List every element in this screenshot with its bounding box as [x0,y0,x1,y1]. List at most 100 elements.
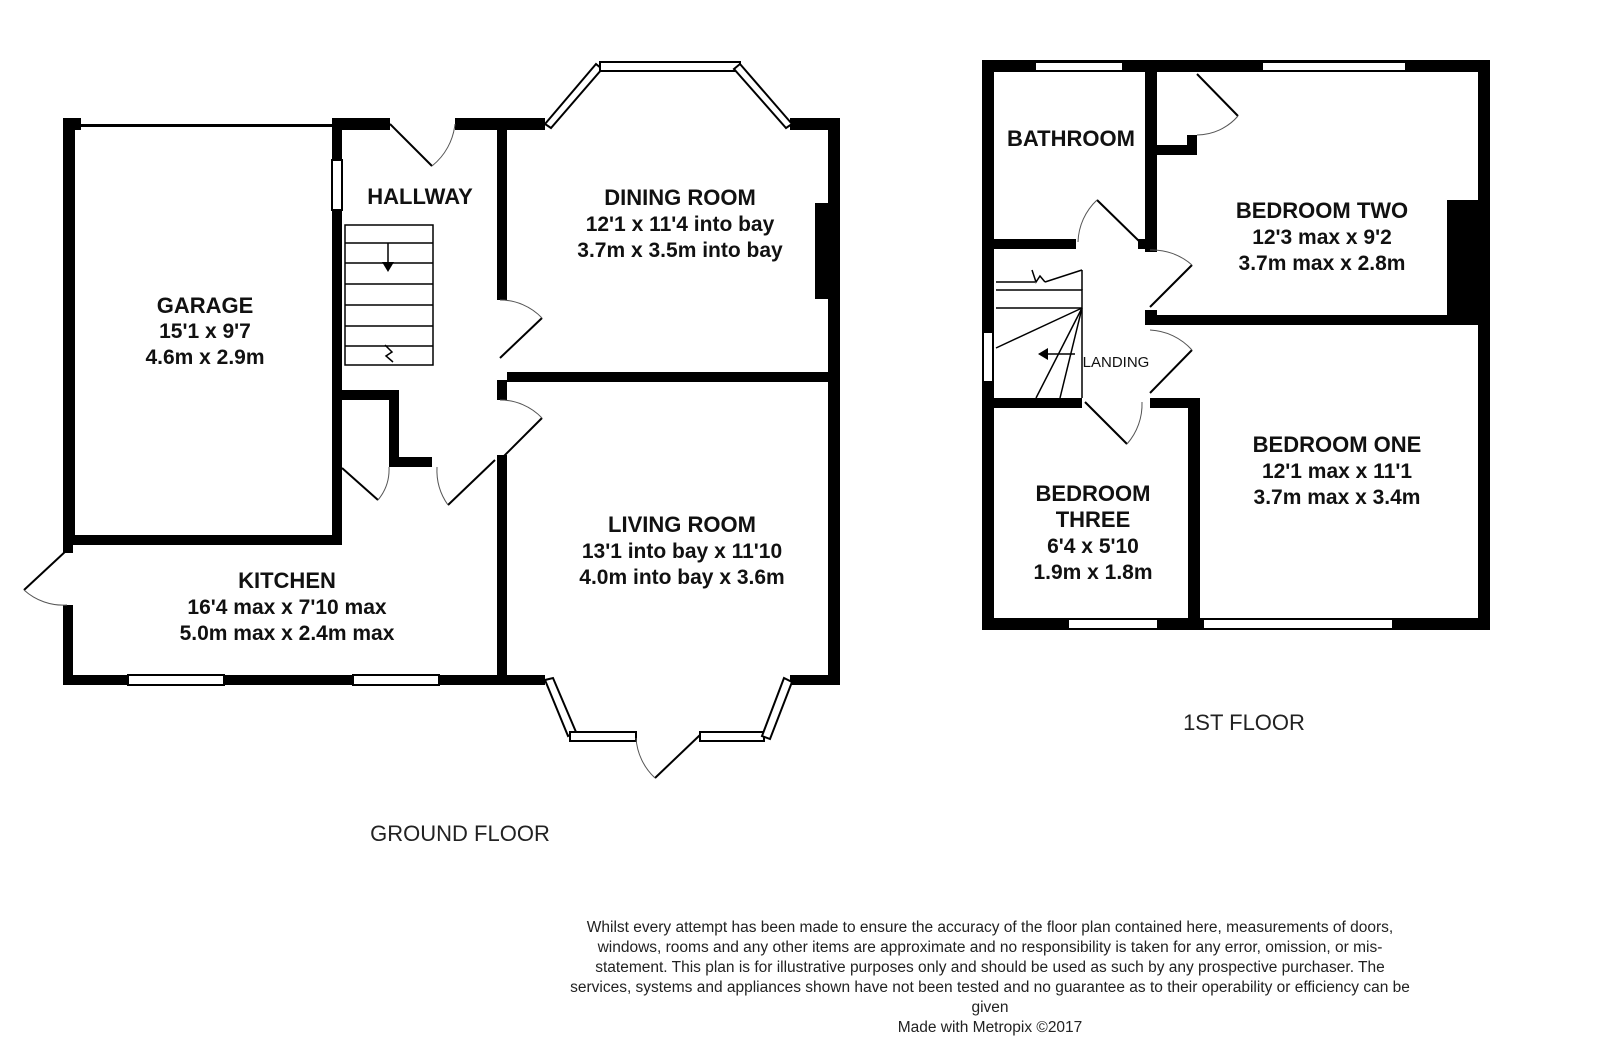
front-door-swing [431,123,456,167]
garage-title: GARAGE [157,293,254,318]
kitchen-door [447,459,496,506]
front-door [389,123,433,167]
bedroom-three-metric: 1.9m x 1.8m [1033,561,1152,584]
bedroom-one-door [1149,349,1193,394]
kitchen-side-door-swing [23,589,68,606]
bathroom-title: BATHROOM [1007,126,1135,151]
bedroom-three-wall-top [994,398,1082,408]
living-wall-left [497,380,507,400]
dining-room-door-swing [499,299,543,319]
kitchen-wall-bottom [63,675,508,685]
bedroom-one-window [1202,618,1394,630]
bedroom-three-title-line2: THREE [1056,507,1131,532]
cupboard-door-swing [377,466,390,501]
bedroom-one-wall-left [1188,398,1200,618]
bedroom-two-cupboard-wall-right [1187,135,1197,155]
bedroom-two-cupboard-door [1196,73,1239,117]
garage-metric: 4.6m x 2.9m [145,346,264,369]
dining-living-divider [507,372,828,382]
hallway-wall-top-right [455,118,507,130]
bedroom-two-wall-left-stub [1145,310,1157,325]
living-bay-window [543,676,794,779]
living-wall-bottom-right [790,675,840,685]
dining-wall-top-right [790,118,840,130]
kitchen-window-1 [127,674,225,686]
bedroom-three-door-swing [1126,401,1143,445]
cupboard-wall-bottom [389,457,432,467]
bathroom-wall-right [1145,72,1157,242]
metropix-credit: Made with Metropix ©2017 [897,1019,1083,1036]
bedroom-one-door-swing [1149,329,1193,351]
bedroom-two-door-swing [1149,249,1193,266]
garage-door-bar [75,124,332,127]
garage-wall-bottom [63,535,342,545]
living-bay-door [654,734,701,779]
bedroom-two-chimney [1447,200,1478,318]
living-room-metric: 4.0m into bay x 3.6m [579,566,784,589]
kitchen-door-swing [436,466,449,506]
kitchen-wall-left-lower [63,605,73,685]
dining-wall-top-left [497,118,545,130]
stairs-down-arrow [382,262,394,272]
dining-room-metric: 3.7m x 3.5m into bay [577,239,783,262]
landing-arrow-head [1038,348,1048,360]
ground-floor-plan: GARAGE 15'1 x 9'7 4.6m x 2.9m HALLWAY DI… [23,61,840,846]
bedroom-divider [1150,315,1478,325]
ground-floor-stairs [344,224,434,366]
hallway-wall-top-left [332,118,390,130]
dining-room-title: DINING ROOM [604,185,756,210]
first-floor-stairs [995,269,1083,399]
cupboard-wall-right [389,390,399,465]
bedroom-three-window [1067,618,1159,630]
living-room-door [499,417,543,461]
bedroom-three-imperial: 6'4 x 5'10 [1047,535,1139,558]
living-wall-left-lower [497,455,507,685]
bedroom-one-wall-top-stub [1150,398,1200,408]
dining-room-door [499,317,543,359]
disclaimer-text: Whilst every attempt has been made to en… [570,919,1410,1016]
kitchen-metric: 5.0m max x 2.4m max [180,622,395,645]
cupboard-wall-top [342,390,399,400]
kitchen-window-2 [352,674,440,686]
bedroom-two-imperial: 12'3 max x 9'2 [1252,226,1392,249]
dining-wall-left [497,118,507,300]
kitchen-side-door [23,549,68,591]
bedroom-two-title: BEDROOM TWO [1236,198,1408,223]
dining-bay-window [543,61,794,130]
ff-wall-right [1478,60,1490,630]
bedroom-two-cupboard-wall [1157,145,1197,155]
cupboard-door [341,467,379,501]
bedroom-one-imperial: 12'1 max x 11'1 [1262,460,1412,483]
bedroom-two-door [1149,264,1193,308]
bedroom-one-metric: 3.7m max x 3.4m [1254,486,1421,509]
dining-chimney [815,203,828,299]
garage-wall-right [332,118,342,545]
garage-imperial: 15'1 x 9'7 [159,320,251,343]
garage-wall-left [63,118,75,545]
bathroom-window [1034,61,1124,72]
living-room-title: LIVING ROOM [608,512,756,537]
bathroom-door [1096,199,1141,243]
dining-wall-right [828,118,840,685]
hallway-window [331,159,343,211]
landing-title: LANDING [1083,354,1150,371]
kitchen-imperial: 16'4 max x 7'10 max [187,596,386,619]
kitchen-title: KITCHEN [238,568,336,593]
dining-room-imperial: 12'1 x 11'4 into bay [586,213,775,236]
first-floor-label: 1ST FLOOR [1183,710,1305,735]
bedroom-two-metric: 3.7m max x 2.8m [1239,252,1406,275]
bedroom-two-window [1261,61,1407,72]
bathroom-wall-bottom [994,239,1076,249]
bedroom-three-door [1084,401,1128,445]
bedroom-two-wall-left-lower [1145,242,1157,252]
living-room-imperial: 13'1 into bay x 11'10 [582,540,782,563]
bathroom-door-swing [1077,199,1098,243]
bedroom-one-title: BEDROOM ONE [1253,432,1422,457]
landing-window [982,331,994,383]
kitchen-wall-left-upper [63,545,73,553]
living-room-door-swing [499,399,543,419]
hallway-title: HALLWAY [367,184,473,209]
disclaimer: Whilst every attempt has been made to en… [570,918,1410,1038]
first-floor-plan: BATHROOM BEDROOM TWO 12'3 max x 9'2 3.7m… [982,60,1490,735]
